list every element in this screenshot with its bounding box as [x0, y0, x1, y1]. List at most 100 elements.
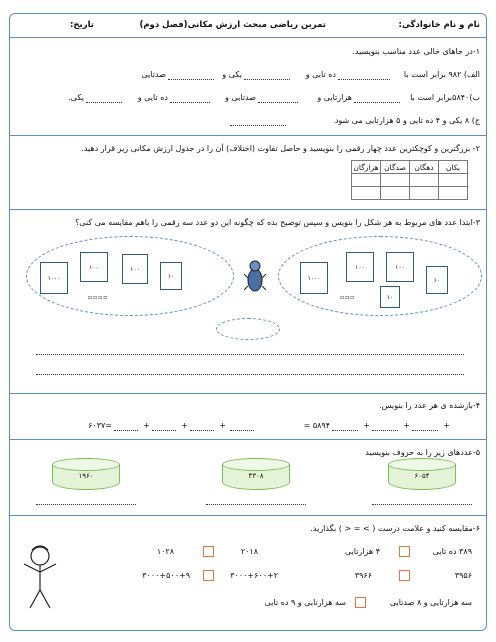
cylinder-value: ۴۳۰۸ — [248, 472, 264, 480]
cylinder-value: ۶۰۵۴ — [414, 472, 430, 480]
compare-box[interactable] — [355, 597, 366, 608]
unit-blocks: ▫▫▫ — [340, 294, 356, 301]
q1b-word-3: ده تایی و — [137, 93, 168, 102]
compare-item: ۳۰۰۰+۶۰۰+۲ — [230, 571, 278, 580]
cylinder-value: ۱۹۶۰ — [78, 472, 94, 480]
question-4: ۴-بازشده ی هر عدد را بنویس. + + + ۵۸۹۴ =… — [10, 394, 486, 440]
q4-prompt: ۴-بازشده ی هر عدد را بنویس. — [379, 401, 480, 410]
q4-blank[interactable] — [230, 430, 254, 431]
compare-item: ۳۹۶۶ — [354, 571, 372, 580]
compare-item: ۳۹۵۶ — [454, 571, 472, 580]
pv-cell[interactable] — [409, 186, 439, 200]
plus-sign: + — [403, 421, 410, 430]
left-cloud — [26, 236, 234, 316]
q1a-lead: الف) ۹۸۲ برابر است با — [403, 70, 480, 79]
card-ten: ۱۰ — [160, 262, 182, 290]
q4-number-1: ۵۸۹۴ = — [303, 421, 330, 430]
pv-cell[interactable] — [438, 173, 468, 187]
number-cylinder: ۴۳۰۸ — [222, 458, 290, 494]
pv-header-ones: یکان — [438, 160, 468, 174]
q1b-blank-1[interactable] — [354, 102, 400, 103]
cartoon-kid-icon — [20, 542, 60, 614]
pv-header-tens: دهگان — [409, 160, 439, 174]
q1b-blank-3[interactable] — [170, 102, 210, 103]
q4-blank[interactable] — [152, 430, 176, 431]
plus-sign: + — [181, 421, 188, 430]
q3-answer-line[interactable] — [36, 374, 464, 375]
pv-cell[interactable] — [380, 173, 410, 187]
compare-item: ۴ هزارتایی — [344, 547, 380, 556]
q4-blank[interactable] — [114, 430, 138, 431]
q1b-word-4: یکی. — [68, 93, 84, 102]
q5-answer-line[interactable] — [206, 504, 306, 505]
q1b-word-2: صدتایی و — [225, 93, 256, 102]
q1a-blank-2[interactable] — [244, 79, 290, 80]
pv-cell[interactable] — [351, 173, 381, 187]
question-6: ۶-مقایسه کنید و علامت درست ( > = < ) بگذ… — [10, 516, 486, 632]
pv-header-thousands: هزارگان — [351, 160, 381, 174]
compare-box[interactable] — [399, 546, 410, 557]
card-hundred: ۱۰۰ — [346, 252, 374, 282]
q1b-blank-2[interactable] — [258, 102, 298, 103]
question-5: ۵-عددهای زیر را به حروف بنویسید ۶۰۵۴ ۴۳۰… — [10, 440, 486, 516]
q3-answer-line[interactable] — [36, 354, 464, 355]
date-label: تاریخ: — [70, 20, 94, 30]
compare-box[interactable] — [203, 546, 214, 557]
number-cylinder: ۶۰۵۴ — [388, 458, 456, 494]
plus-sign: + — [219, 421, 226, 430]
compare-item: سه هزارتایی و ۹ ده تایی — [264, 598, 346, 607]
q4-blank[interactable] — [332, 430, 358, 431]
plus-sign: + — [363, 421, 370, 430]
compare-item: سه هزارتایی و ۸ صدتایی — [389, 598, 472, 607]
compare-item: ۳۸۹ ده تایی — [432, 547, 472, 556]
q4-blank[interactable] — [190, 430, 214, 431]
q1c-blank[interactable] — [230, 125, 286, 126]
pv-header-hundreds: صدگان — [380, 160, 410, 174]
card-hundred: ۱۰۰ — [386, 252, 414, 282]
compare-box[interactable] — [203, 570, 214, 581]
q5-answer-line[interactable] — [372, 504, 472, 505]
plus-sign: + — [443, 421, 450, 430]
q1b-blank-4[interactable] — [86, 102, 122, 103]
q4-blank[interactable] — [412, 430, 438, 431]
worksheet: نام و نام خانوادگی: تمرین ریاضی مبحث ارز… — [9, 13, 487, 631]
q1a-blank-3[interactable] — [168, 79, 214, 80]
q4-number-2: =۶۰۳۷ — [88, 421, 112, 430]
q1a-word-3: صدتایی — [141, 70, 166, 79]
compare-box[interactable] — [399, 570, 410, 581]
right-cloud — [278, 236, 482, 316]
card-ten: ۱۰ — [380, 286, 400, 308]
card-hundred: ۱۰۰ — [80, 252, 108, 282]
compare-item: ۲۰۱۸ — [240, 547, 258, 556]
plus-sign: + — [143, 421, 150, 430]
q6-prompt: ۶-مقایسه کنید و علامت درست ( > = < ) بگذ… — [310, 524, 480, 533]
q1b-word-1: هزارتایی و — [317, 93, 352, 102]
q1c-text: ج) ۸ یکی و ۴ ده تایی و ۵ هزارتایی می شود — [334, 116, 480, 125]
q4-blank[interactable] — [372, 430, 398, 431]
answer-bubble[interactable] — [216, 318, 280, 340]
name-label: نام و نام خانوادگی: — [398, 20, 480, 30]
pv-cell[interactable] — [438, 186, 468, 200]
unit-blocks: ▫▫▫▫ — [88, 294, 109, 301]
place-value-table: یکان دهگان صدگان هزارگان — [351, 160, 468, 200]
question-1: ۱-در جاهای خالی عدد مناسب بنویسید. الف) … — [10, 38, 486, 136]
q1a-blank-1[interactable] — [338, 79, 390, 80]
q2-prompt: ۲- بزرگترین و کوچکترین عدد چهار رقمی را … — [81, 144, 480, 153]
pv-cell[interactable] — [351, 186, 381, 200]
compare-item: ۳۰۰۰+۵۰۰+۹ — [142, 571, 190, 580]
q1-prompt: ۱-در جاهای خالی عدد مناسب بنویسید. — [352, 47, 480, 56]
question-2: ۲- بزرگترین و کوچکترین عدد چهار رقمی را … — [10, 136, 486, 210]
q5-prompt: ۵-عددهای زیر را به حروف بنویسید — [365, 448, 480, 457]
cartoon-bug-icon — [243, 258, 267, 296]
number-cylinder: ۱۹۶۰ — [52, 458, 120, 494]
q1a-word-2: یکی و — [222, 70, 242, 79]
q1b-lead: ب)۵۸۴۰برابر است با — [410, 93, 480, 102]
pv-cell[interactable] — [380, 186, 410, 200]
pv-cell[interactable] — [409, 173, 439, 187]
worksheet-header: نام و نام خانوادگی: تمرین ریاضی مبحث ارز… — [10, 14, 486, 38]
worksheet-title: تمرین ریاضی مبحث ارزش مکانی(فصل دوم) — [139, 20, 326, 30]
card-thousand: ۱۰۰۰ — [300, 262, 328, 294]
q3-prompt: ۳-ابتدا عدد های مربوط به هر شکل را بنویس… — [75, 218, 480, 227]
compare-item: ۱۰۲۸ — [156, 547, 174, 556]
q5-answer-line[interactable] — [36, 504, 136, 505]
